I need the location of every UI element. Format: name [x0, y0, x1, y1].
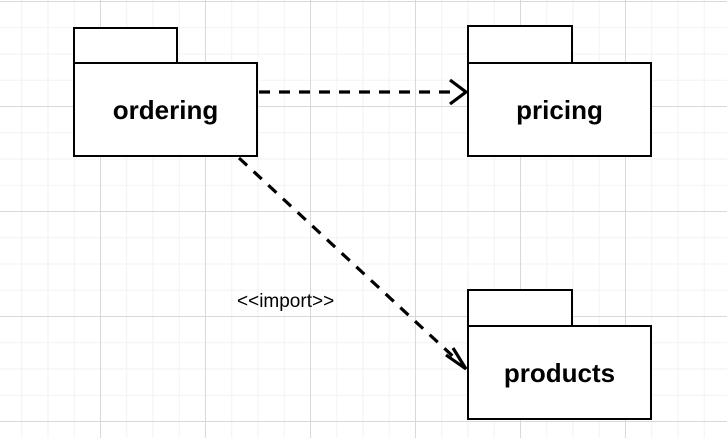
package-products-label: products [503, 357, 616, 388]
package-pricing-tab[interactable] [467, 25, 573, 64]
package-products-body[interactable]: products [467, 325, 652, 420]
package-ordering-tab[interactable] [73, 27, 178, 64]
edge-ordering-to-products [237, 156, 468, 371]
edge-ordering-to-pricing [259, 78, 469, 106]
arrowhead-open-products [445, 347, 468, 371]
edge-line-ordering-products [237, 156, 460, 363]
package-products-tab[interactable] [467, 289, 573, 327]
package-ordering-label: ordering [112, 94, 219, 125]
package-ordering-body[interactable]: ordering [73, 62, 258, 157]
edge-label-import: <<import>> [237, 291, 335, 312]
package-pricing-label: pricing [516, 94, 603, 125]
arrowhead-open-pricing [449, 78, 469, 106]
package-pricing-body[interactable]: pricing [467, 62, 652, 157]
